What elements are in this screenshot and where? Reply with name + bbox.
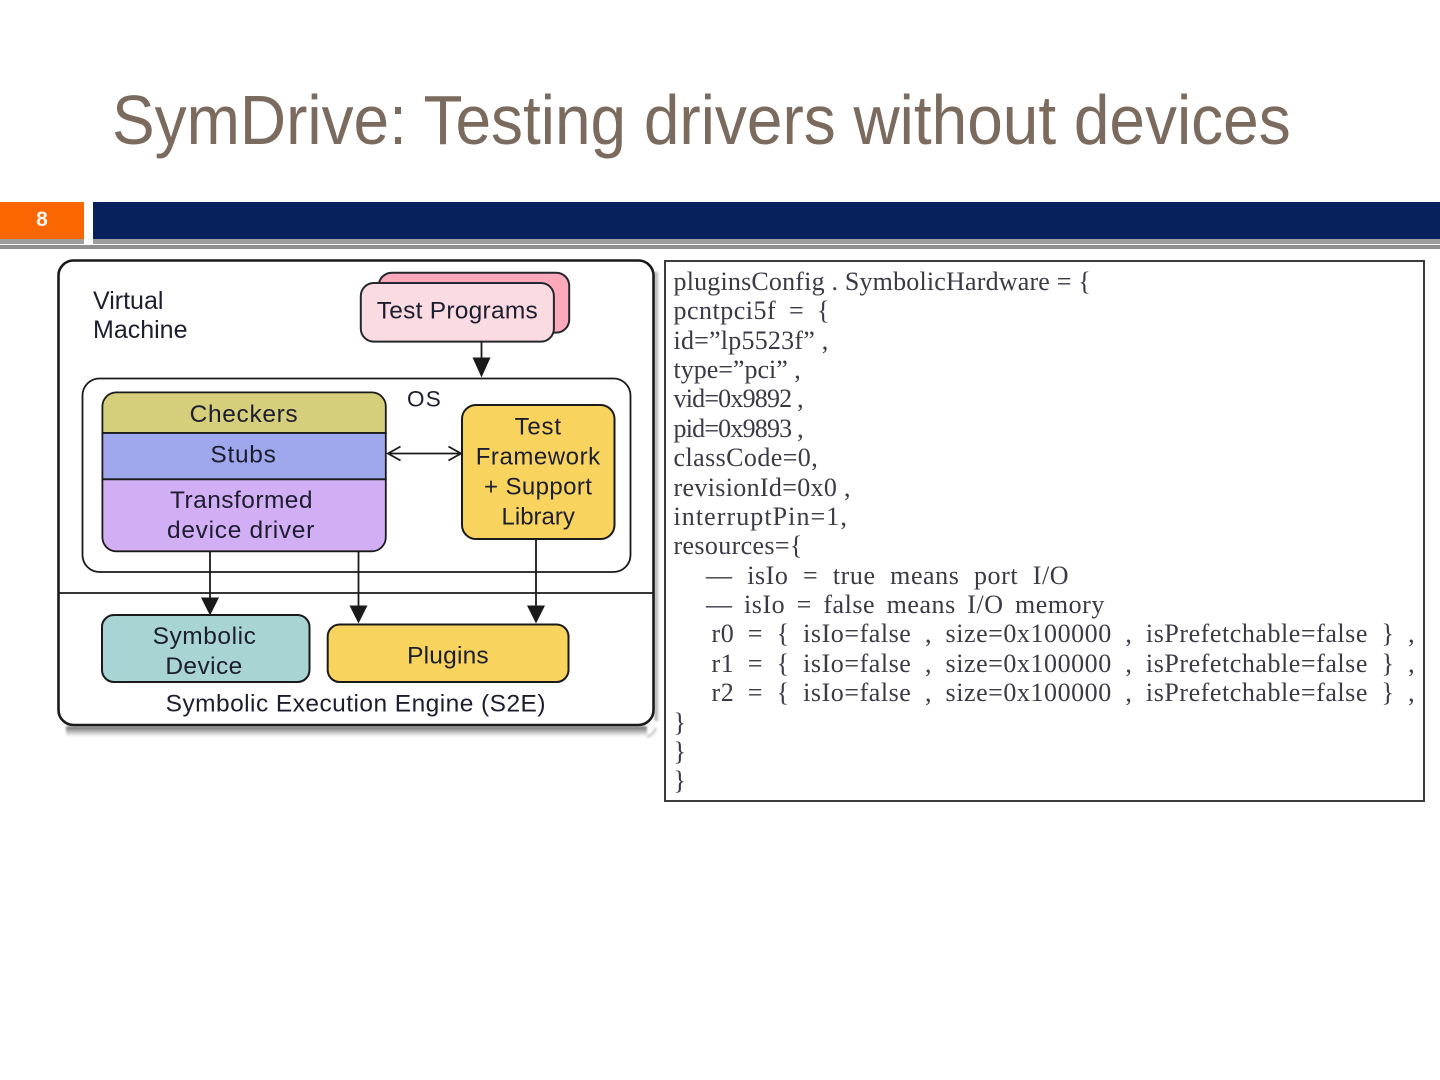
svg-text:Device: Device xyxy=(165,653,242,680)
svg-text:Transformed: Transformed xyxy=(170,487,313,514)
svg-text:Framework: Framework xyxy=(476,443,601,470)
svg-text:+ Support: + Support xyxy=(484,473,592,500)
svg-text:Plugins: Plugins xyxy=(407,643,489,670)
svg-text:Test: Test xyxy=(515,413,562,440)
svg-text:Test Programs: Test Programs xyxy=(377,297,538,324)
svg-text:OS: OS xyxy=(407,387,442,412)
svg-text:Checkers: Checkers xyxy=(190,401,299,428)
svg-text:Machine: Machine xyxy=(93,316,188,344)
svg-text:Symbolic Execution Engine (S2E: Symbolic Execution Engine (S2E) xyxy=(166,691,546,718)
svg-text:Stubs: Stubs xyxy=(210,442,276,469)
svg-text:device driver: device driver xyxy=(167,517,315,544)
svg-text:Virtual: Virtual xyxy=(93,287,163,315)
svg-text:Library: Library xyxy=(502,503,575,530)
svg-text:Symbolic: Symbolic xyxy=(153,623,257,650)
